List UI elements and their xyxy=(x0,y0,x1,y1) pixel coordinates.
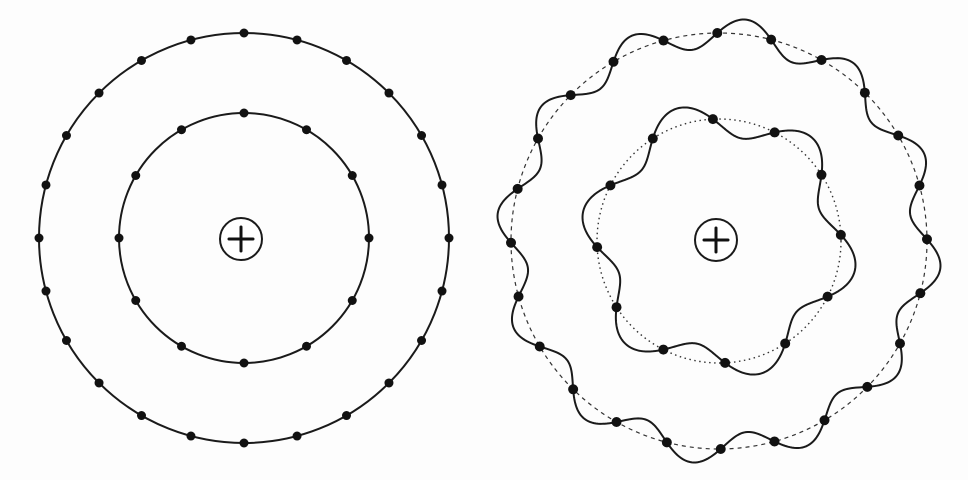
outer-orbit-electron xyxy=(186,432,195,441)
outer-wave-electron xyxy=(914,180,924,190)
outer-wave-electron xyxy=(535,342,545,352)
inner-wave-electron xyxy=(770,127,780,137)
outer-orbit-electron xyxy=(342,56,351,65)
outer-wave-electron xyxy=(922,234,932,244)
inner-wave-electron xyxy=(592,242,602,252)
outer-orbit-electron xyxy=(417,336,426,345)
outer-orbit-electron xyxy=(137,56,146,65)
inner-orbit-electron xyxy=(240,109,249,118)
inner-orbit-electron xyxy=(365,234,374,243)
outer-wave-electron xyxy=(770,436,780,446)
outer-orbit-electron xyxy=(384,89,393,98)
outer-wave-electron xyxy=(766,35,776,45)
outer-orbit-electron xyxy=(293,432,302,441)
outer-wave-electron xyxy=(716,444,726,454)
outer-wave-electron xyxy=(506,238,516,248)
outer-wave-electron xyxy=(817,55,827,65)
inner-orbit-electron xyxy=(302,342,311,351)
outer-wave-electron xyxy=(658,36,668,46)
inner-orbit-electron xyxy=(115,234,124,243)
outer-wave-electron xyxy=(712,28,722,38)
outer-orbit-electron xyxy=(445,234,454,243)
inner-wave-electron xyxy=(605,180,615,190)
outer-orbit-electron xyxy=(186,35,195,44)
outer-wave-electron xyxy=(514,292,524,302)
outer-wave-electron xyxy=(568,384,578,394)
outer-wave-electron xyxy=(533,134,543,144)
inner-orbit-electron xyxy=(348,171,357,180)
inner-orbit-electron xyxy=(177,125,186,134)
inner-wave-electron xyxy=(816,170,826,180)
outer-orbit-electron xyxy=(342,411,351,420)
inner-wave-electron xyxy=(823,292,833,302)
inner-wave-electron xyxy=(780,338,790,348)
outer-wave-electron xyxy=(662,437,672,447)
outer-orbit-electron xyxy=(240,439,249,448)
left-nucleus: + xyxy=(220,218,262,260)
inner-orbit-electron xyxy=(131,296,140,305)
outer-wave-electron xyxy=(513,184,523,194)
outer-wave-electron xyxy=(566,90,576,100)
outer-wave-electron xyxy=(915,288,925,298)
outer-orbit-electron xyxy=(95,378,104,387)
outer-wave-electron xyxy=(860,88,870,98)
outer-wave-electron xyxy=(612,417,622,427)
right-nucleus: + xyxy=(695,219,737,261)
wave-orbit-panel: + xyxy=(498,20,941,463)
outer-orbit-electron xyxy=(384,378,393,387)
outer-orbit-electron xyxy=(293,35,302,44)
inner-orbit-electron xyxy=(131,171,140,180)
outer-orbit-electron xyxy=(137,411,146,420)
outer-wave-electron xyxy=(820,415,830,425)
outer-orbit-electron xyxy=(240,29,249,38)
inner-wave-electron xyxy=(648,134,658,144)
inner-wave-electron xyxy=(836,230,846,240)
outer-wave-electron xyxy=(895,339,905,349)
outer-orbit-electron xyxy=(438,287,447,296)
inner-wave-electron xyxy=(708,114,718,124)
outer-orbit-electron xyxy=(62,131,71,140)
inner-wave-electron xyxy=(612,302,622,312)
outer-wave-electron xyxy=(862,382,872,392)
inner-orbit-electron xyxy=(240,359,249,368)
outer-orbit-electron xyxy=(41,180,50,189)
inner-wave-electron xyxy=(720,358,730,368)
circular-orbit-panel: + xyxy=(35,29,454,448)
inner-wave-electron xyxy=(658,345,668,355)
inner-orbit-electron xyxy=(302,125,311,134)
outer-orbit-electron xyxy=(35,234,44,243)
outer-wave-electron xyxy=(893,131,903,141)
outer-orbit-electron xyxy=(62,336,71,345)
outer-orbit-electron xyxy=(41,287,50,296)
inner-orbit-electron xyxy=(177,342,186,351)
outer-orbit-electron xyxy=(95,89,104,98)
outer-wave-electron xyxy=(609,57,619,67)
inner-orbit-electron xyxy=(348,296,357,305)
outer-orbit-electron xyxy=(438,180,447,189)
outer-orbit-electron xyxy=(417,131,426,140)
